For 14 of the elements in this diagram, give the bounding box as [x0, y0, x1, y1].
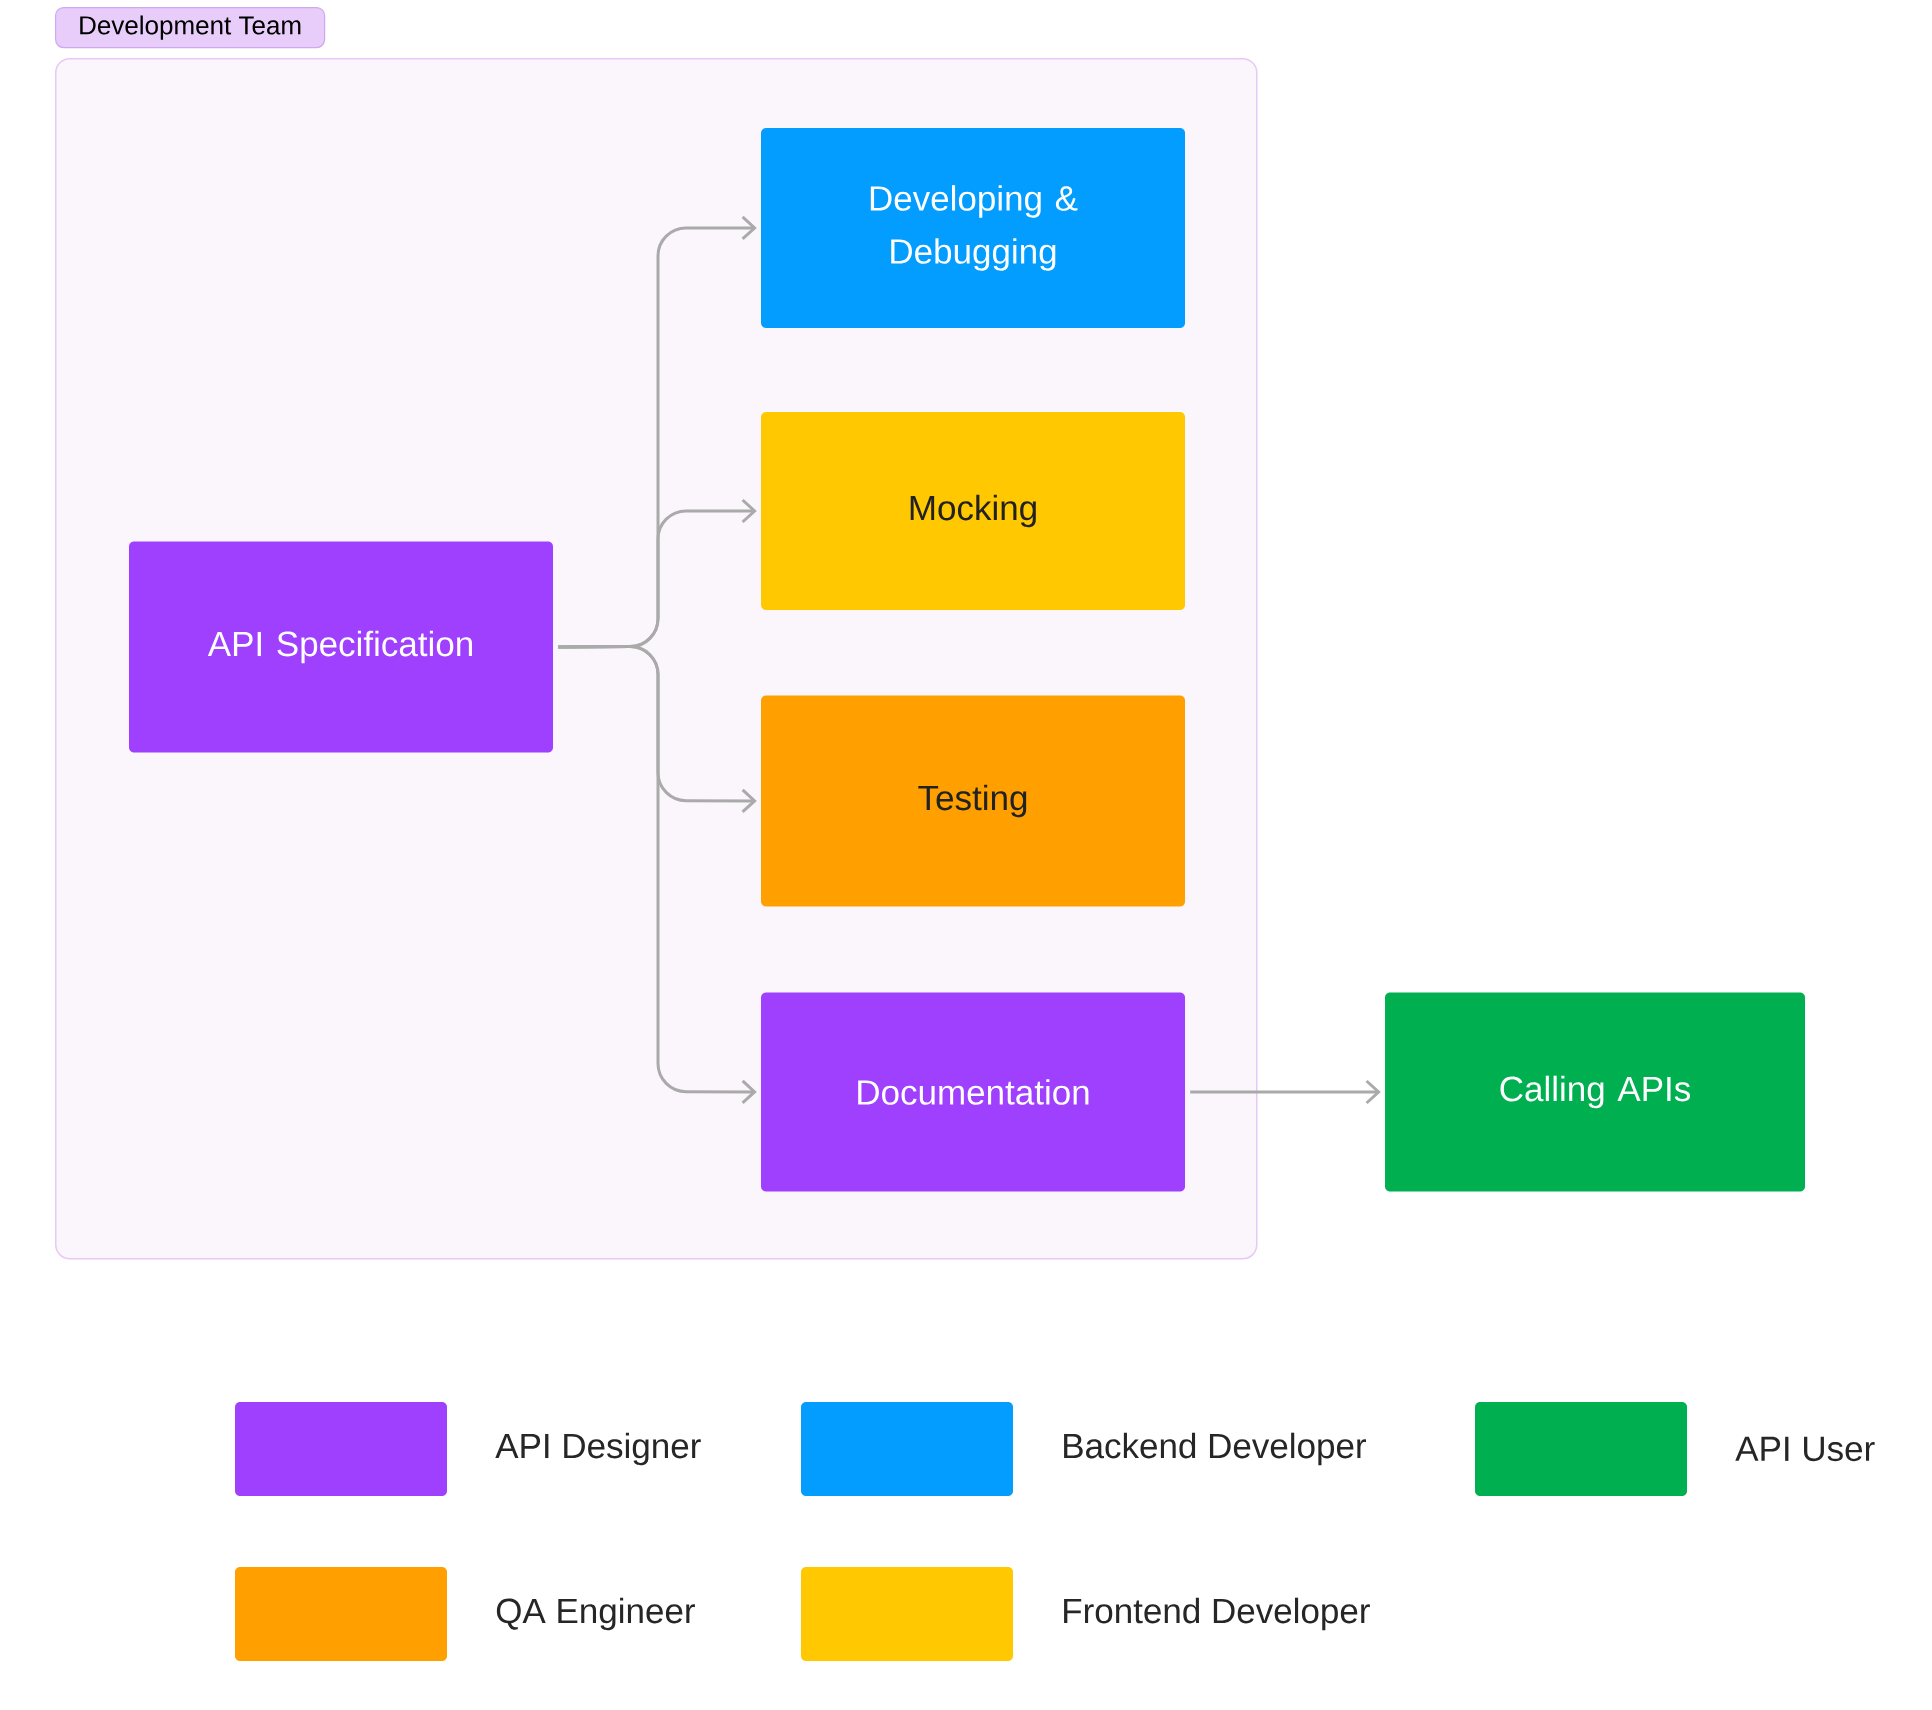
legend-label: API Designer — [495, 1432, 701, 1466]
arrow — [1190, 1079, 1381, 1105]
process-box: Calling APIs — [1385, 992, 1806, 1192]
process-box: API Specification — [129, 541, 553, 753]
legend-label: Frontend Developer — [1064, 1597, 1370, 1631]
legend-label: API User — [1735, 1436, 1875, 1462]
arrow — [558, 645, 757, 1105]
process-box: Developing & Debugging — [761, 128, 1185, 328]
group-label: Development Team — [55, 7, 326, 49]
process-box: Documentation — [761, 992, 1185, 1192]
process-box: Testing — [761, 695, 1185, 907]
process-box: Mocking — [761, 412, 1185, 610]
legend-label: QA Engineer — [496, 1597, 695, 1631]
legend-label: Backend Developer — [1064, 1432, 1366, 1466]
